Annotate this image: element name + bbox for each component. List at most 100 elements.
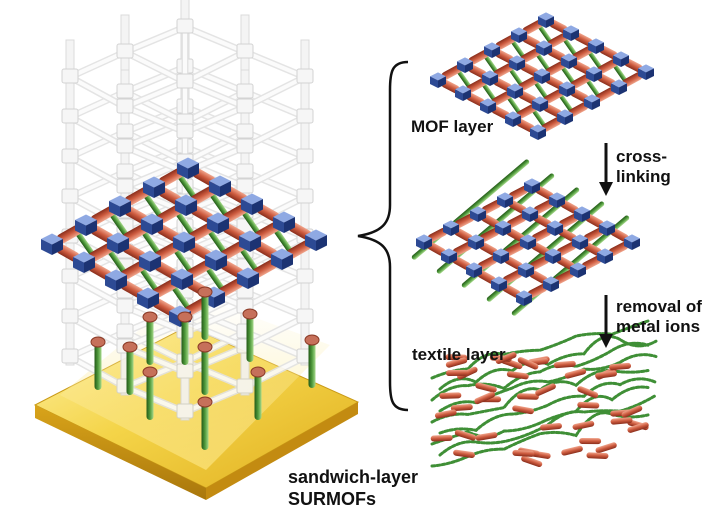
scaffold-beam-highlight xyxy=(123,385,187,414)
scaffold-beam-highlight xyxy=(183,130,247,164)
scaffold-beam-highlight xyxy=(68,315,127,349)
metal-node xyxy=(171,268,193,290)
metal-node xyxy=(495,220,511,236)
pillar-linker xyxy=(558,62,578,88)
pillar-group xyxy=(454,21,630,131)
substrate-pillar xyxy=(308,340,316,388)
metal-node xyxy=(271,248,293,270)
linker xyxy=(572,46,593,61)
metal-node xyxy=(549,192,565,208)
pillar-linker xyxy=(508,36,528,62)
linker xyxy=(547,33,568,48)
metal-node xyxy=(239,230,261,252)
scaffold-joint xyxy=(116,83,134,99)
textile-linker xyxy=(553,360,576,369)
linker xyxy=(502,269,523,285)
scaffold-beam-highlight xyxy=(183,345,247,374)
textile-fiber xyxy=(438,377,658,435)
scaffold-beam-highlight xyxy=(68,115,127,149)
scaffold-beam-highlight xyxy=(68,50,127,79)
pillar-cap xyxy=(142,311,158,323)
metal-node xyxy=(563,25,579,41)
pillar-linker xyxy=(533,49,553,75)
metal-node xyxy=(543,276,559,292)
textile-linker xyxy=(430,434,453,442)
linker xyxy=(516,104,537,119)
substrate-pillar xyxy=(201,402,209,450)
sandwich-label: sandwich-layer SURMOFs xyxy=(288,466,418,510)
linker xyxy=(454,213,475,229)
linker xyxy=(452,241,473,257)
linker xyxy=(597,59,618,74)
metal-node xyxy=(509,55,525,71)
linker xyxy=(556,241,577,257)
metal-node xyxy=(559,81,575,97)
metal-node xyxy=(177,157,199,179)
metal-node xyxy=(173,231,195,253)
pillar-cap xyxy=(242,308,258,320)
linker xyxy=(541,117,562,132)
scaffold-joint xyxy=(61,188,79,204)
textile-linker xyxy=(495,352,517,365)
pillar-linker xyxy=(136,263,162,296)
substrate-pillar xyxy=(201,347,209,395)
linker xyxy=(479,227,500,243)
scaffold-joint xyxy=(61,348,79,364)
removal-line-2: metal ions xyxy=(616,317,701,336)
scaffold-joint xyxy=(176,403,194,419)
scaffold-beam-highlight xyxy=(123,80,187,109)
textile-linker xyxy=(577,401,600,409)
metal-node xyxy=(511,27,527,43)
cross-linking-arrow xyxy=(599,143,613,196)
textile-linker xyxy=(475,382,497,393)
textile-linker xyxy=(586,452,609,459)
metal-node xyxy=(545,248,561,264)
textile-linker xyxy=(445,357,468,368)
scaffold-beam-highlight xyxy=(183,385,247,414)
cross-linked-layer-diagram xyxy=(411,159,640,316)
pillar-cap xyxy=(250,366,266,378)
removal-label: removal of metal ions xyxy=(616,297,702,337)
scaffold-joint xyxy=(236,163,254,179)
substrate-pillar xyxy=(146,372,154,420)
scaffold-beam-highlight xyxy=(183,80,247,109)
scaffold-joint xyxy=(61,268,79,284)
linker xyxy=(520,48,541,63)
metal-node xyxy=(241,193,263,215)
metal-node xyxy=(457,57,473,73)
linker xyxy=(477,255,498,271)
pillar-cap xyxy=(177,311,193,323)
scaffold-beam-highlight xyxy=(243,90,307,119)
pillar-linker xyxy=(535,21,555,47)
pillar-linker xyxy=(583,75,603,101)
scaffold-joint xyxy=(116,98,134,114)
sandwich-line-1: sandwich-layer xyxy=(288,467,419,487)
scaffold-joint xyxy=(116,138,134,154)
scaffold-joint xyxy=(61,68,79,84)
pillar-group xyxy=(72,170,296,314)
metal-node xyxy=(443,220,459,236)
pillar-linker xyxy=(140,189,166,222)
linker xyxy=(466,78,487,93)
metal-node xyxy=(613,51,629,67)
linker xyxy=(543,89,564,104)
scaffold-joint xyxy=(61,148,79,164)
pillar-linker xyxy=(454,66,474,92)
metal-node xyxy=(516,290,532,306)
textile-linker xyxy=(627,422,649,433)
metal-node xyxy=(139,250,161,272)
metal-node xyxy=(561,53,577,69)
metal-node xyxy=(588,38,604,54)
scaffold-joint xyxy=(236,378,254,394)
pillar-linker xyxy=(170,244,196,277)
textile-linker xyxy=(595,370,617,379)
removal-line-1: removal of xyxy=(616,297,702,316)
metal-node xyxy=(518,262,534,278)
textile-linker xyxy=(595,442,617,454)
scaffold-beam-highlight xyxy=(243,170,307,199)
linker xyxy=(568,102,589,117)
node-group xyxy=(430,12,654,140)
textile-linker xyxy=(512,449,535,457)
scaffold-beam-highlight xyxy=(68,170,127,199)
